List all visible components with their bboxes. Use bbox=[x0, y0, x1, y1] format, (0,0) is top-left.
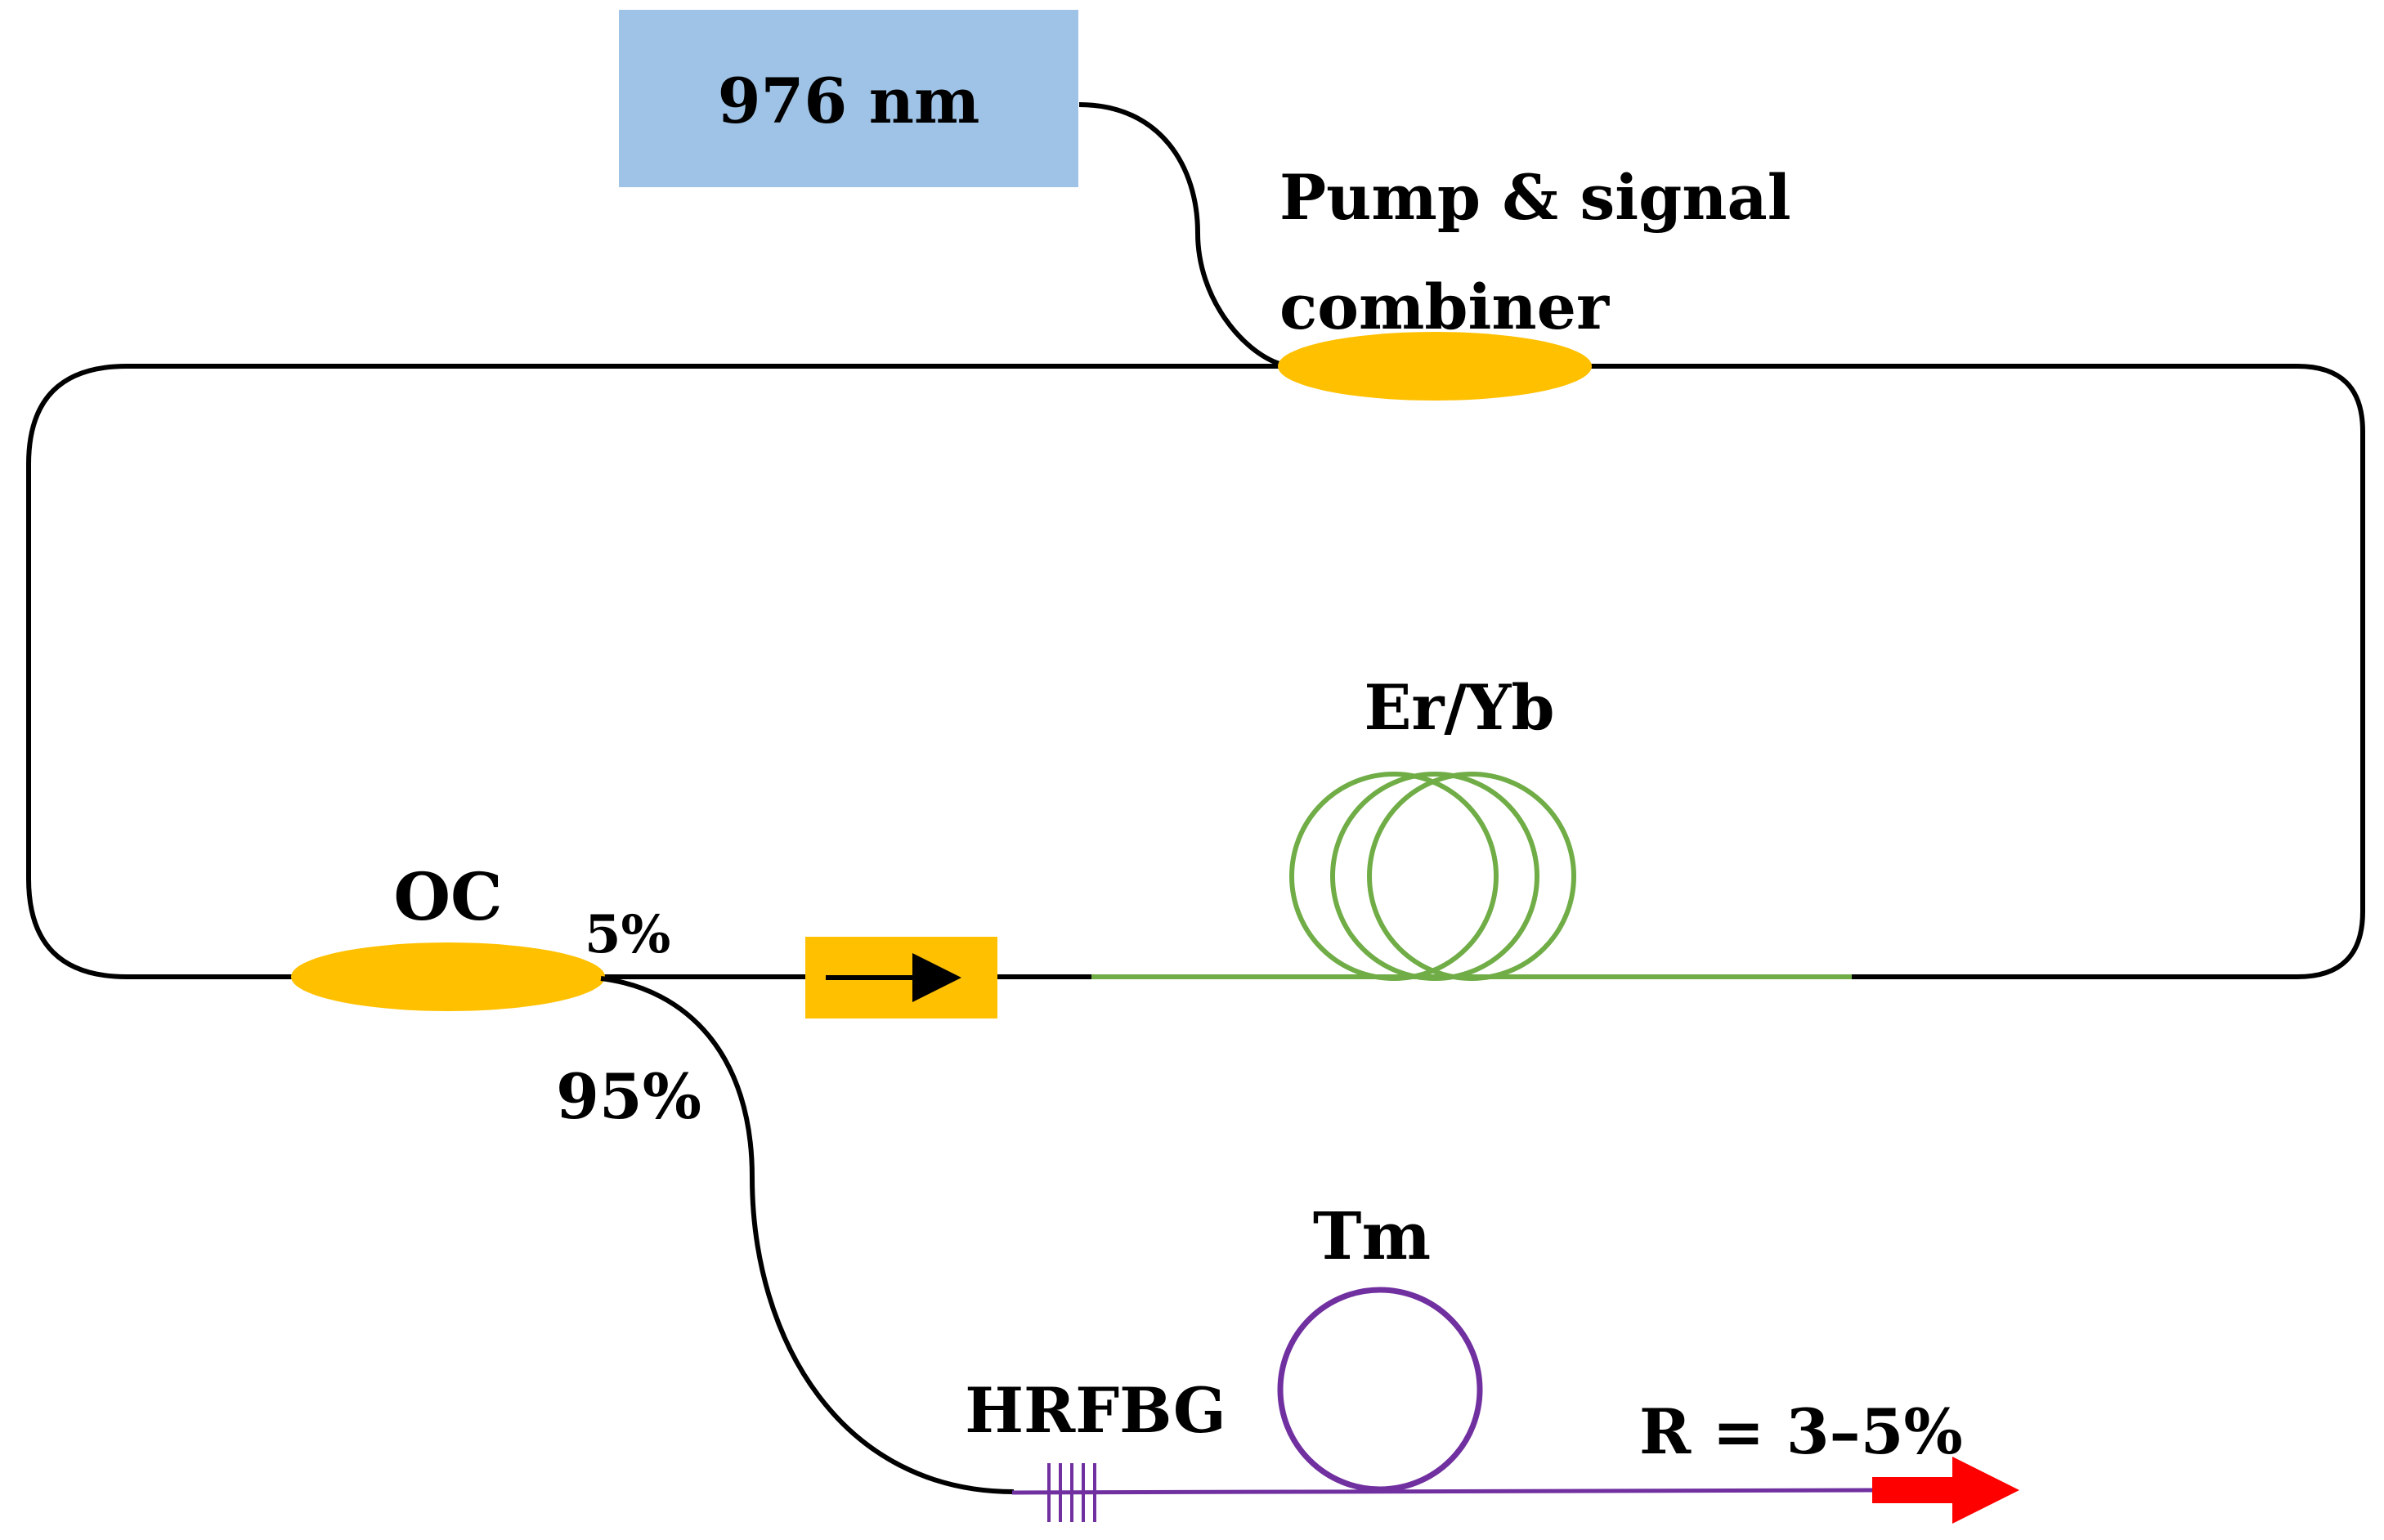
ring-cavity-fiber bbox=[1582, 364, 2365, 979]
fiber-coil-icon bbox=[1289, 772, 1576, 981]
combiner-label-line2: combiner bbox=[1279, 271, 1610, 343]
tm-label: Tm bbox=[1313, 1198, 1431, 1274]
tm-coil-icon bbox=[1277, 1287, 1483, 1493]
oc-port-95-label: 95% bbox=[556, 1060, 701, 1133]
tm-fiber-line bbox=[1011, 1488, 1873, 1495]
output-reflectivity-label: R = 3–5% bbox=[1639, 1395, 1963, 1468]
output-coupler-ellipse bbox=[291, 942, 605, 1011]
oc-output-fiber bbox=[600, 976, 1015, 1494]
pump-label: 976 nm bbox=[718, 65, 980, 137]
hrfbg-label: HRFBG bbox=[965, 1374, 1226, 1447]
er-yb-label: Er/Yb bbox=[1364, 671, 1554, 744]
oc-label: OC bbox=[393, 858, 502, 935]
combiner-label-line1: Pump & signal bbox=[1279, 161, 1791, 234]
pump-fiber bbox=[1078, 102, 1280, 366]
pump-diode-box bbox=[619, 10, 1078, 187]
red-arrow-icon bbox=[1872, 1457, 2019, 1524]
combiner-ellipse bbox=[1278, 332, 1592, 401]
grating-icon bbox=[1047, 1463, 1096, 1522]
ring-cavity-fiber-top-left bbox=[26, 364, 1279, 979]
oc-port-5-label: 5% bbox=[585, 904, 670, 965]
